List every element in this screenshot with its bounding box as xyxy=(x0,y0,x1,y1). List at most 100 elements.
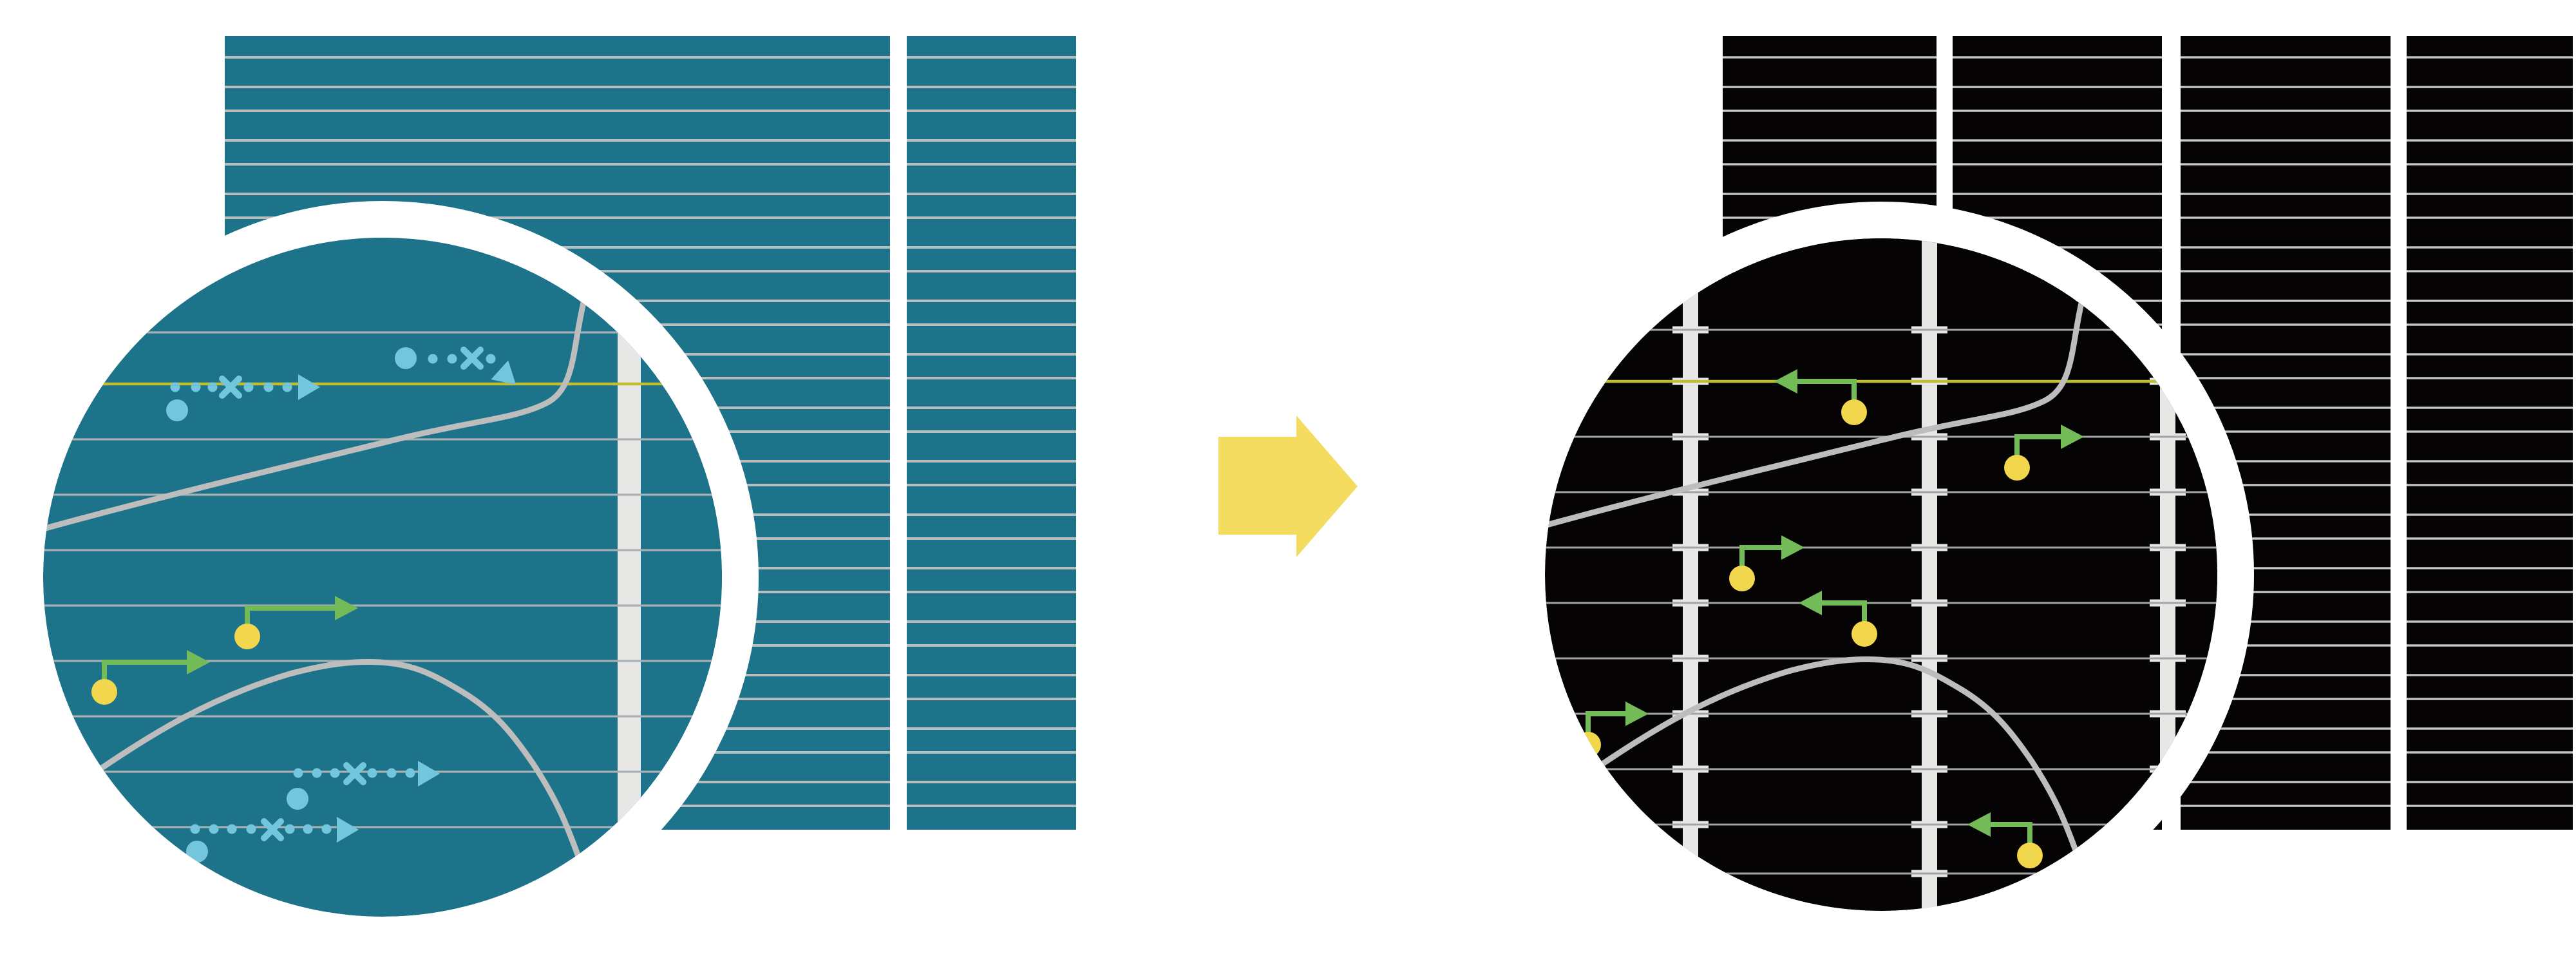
front-finger-line xyxy=(907,781,1076,783)
rear-finger-line xyxy=(2407,644,2573,647)
front-magnified-finger-line xyxy=(43,493,722,496)
front-magnified-finger-line xyxy=(43,438,722,441)
electron-arrowhead-icon xyxy=(298,374,320,400)
rear-finger-line xyxy=(2407,86,2573,88)
front-finger-line xyxy=(907,86,1076,88)
rear-magnified-finger-line xyxy=(1545,602,2217,604)
front-finger-line xyxy=(225,86,890,88)
electron-trail-dot xyxy=(263,382,274,392)
electron-trail-dot xyxy=(405,768,415,778)
front-finger-line xyxy=(907,567,1076,569)
rear-finger-line xyxy=(2181,86,2391,88)
front-finger-line xyxy=(907,644,1076,647)
electron-trail-dot xyxy=(447,354,457,364)
rear-magnified-finger-line xyxy=(1545,712,2217,715)
rear-finger-line xyxy=(1723,163,1937,166)
electron-trail-dot xyxy=(243,382,254,392)
transition-arrow-icon xyxy=(1218,415,1358,557)
front-finger-line xyxy=(907,246,1076,249)
electron-arrowhead-icon xyxy=(418,761,440,787)
rear-finger-line xyxy=(2181,430,2391,433)
rear-finger-line xyxy=(2181,406,2391,409)
rear-finger-line xyxy=(2181,56,2391,59)
front-finger-line xyxy=(907,620,1076,623)
front-finger-line xyxy=(907,163,1076,166)
electron-blocked-x-icon xyxy=(343,762,366,785)
rear-hole-path xyxy=(1729,535,1804,591)
rear-finger-line xyxy=(2181,674,2391,676)
hole-circle xyxy=(234,624,260,649)
rear-magnifier xyxy=(1508,202,2254,948)
rear-finger-line xyxy=(2407,56,2573,59)
front-electron-path xyxy=(287,761,440,810)
front-magnified-finger-line xyxy=(43,331,722,334)
rear-finger-line xyxy=(2407,781,2573,783)
front-finger-line xyxy=(907,406,1076,409)
rear-finger-line xyxy=(2181,377,2391,379)
hole-arrowhead-icon xyxy=(1774,369,1797,394)
rear-finger-line xyxy=(2407,193,2573,195)
rear-magnifier-ring xyxy=(1508,202,2254,948)
front-finger-line xyxy=(907,216,1076,219)
front-finger-line xyxy=(225,216,890,219)
rear-finger-line xyxy=(2407,805,2573,807)
rear-finger-line xyxy=(2407,591,2573,593)
hole-arrowhead-icon xyxy=(335,596,358,620)
rear-finger-line xyxy=(2407,698,2573,700)
front-finger-line xyxy=(907,139,1076,142)
rear-finger-line xyxy=(2181,110,2391,112)
rear-finger-line xyxy=(2181,591,2391,593)
rear-grain-boundary-curve xyxy=(1545,285,2088,531)
rear-finger-line xyxy=(2407,377,2573,379)
rear-finger-line xyxy=(1723,110,1937,112)
front-grain-boundary-curve xyxy=(84,659,587,874)
rear-highlighted-finger-line xyxy=(1545,379,2217,383)
rear-finger-line xyxy=(2407,270,2573,272)
rear-finger-line xyxy=(2407,620,2573,623)
hole-circle xyxy=(91,679,117,705)
electron-dot xyxy=(166,399,188,421)
rear-finger-line xyxy=(2407,513,2573,516)
rear-finger-line xyxy=(2407,537,2573,540)
front-finger-line xyxy=(225,163,890,166)
electron-trail-dot xyxy=(386,768,397,778)
hole-arrowhead-icon xyxy=(1799,591,1822,615)
electron-arrowhead-icon xyxy=(491,360,516,385)
hole-arrowhead-icon xyxy=(2061,425,2084,449)
front-finger-line xyxy=(907,300,1076,302)
rear-hole-path xyxy=(1799,591,1877,647)
front-finger-line xyxy=(907,430,1076,433)
electron-blocked-x-icon xyxy=(261,818,284,841)
hole-circle xyxy=(1841,399,1867,425)
electron-trail-dot xyxy=(486,354,496,364)
rear-finger-line xyxy=(2181,513,2391,516)
rear-magnified-finger-line xyxy=(1545,329,2217,331)
rear-finger-line xyxy=(2407,300,2573,302)
rear-finger-line xyxy=(2407,246,2573,249)
rear-finger-line xyxy=(2181,270,2391,272)
rear-finger-line xyxy=(1953,110,2162,112)
rear-finger-line xyxy=(2407,323,2573,326)
electron-trail-dot xyxy=(367,768,377,778)
front-hole-path xyxy=(91,650,210,705)
front-finger-line xyxy=(225,110,890,112)
electron-trail-dot xyxy=(293,768,303,778)
front-finger-line xyxy=(907,751,1076,754)
front-finger-line xyxy=(907,377,1076,379)
rear-finger-line xyxy=(2181,644,2391,647)
front-finger-line xyxy=(907,591,1076,593)
electron-trail-dot xyxy=(282,382,292,392)
electron-trail-dot xyxy=(312,768,322,778)
rear-finger-line xyxy=(1953,86,2162,88)
front-electron-path xyxy=(166,374,320,421)
front-magnified-cell xyxy=(43,238,722,917)
rear-finger-line xyxy=(2407,727,2573,730)
electron-trail-dot xyxy=(227,824,237,834)
hole-arrowhead-icon xyxy=(187,650,210,674)
electron-trail-dot xyxy=(285,824,295,834)
front-finger-line xyxy=(907,727,1076,730)
front-magnified-view xyxy=(43,238,722,917)
rear-finger-line xyxy=(1953,139,2162,142)
rear-finger-line xyxy=(2181,353,2391,356)
